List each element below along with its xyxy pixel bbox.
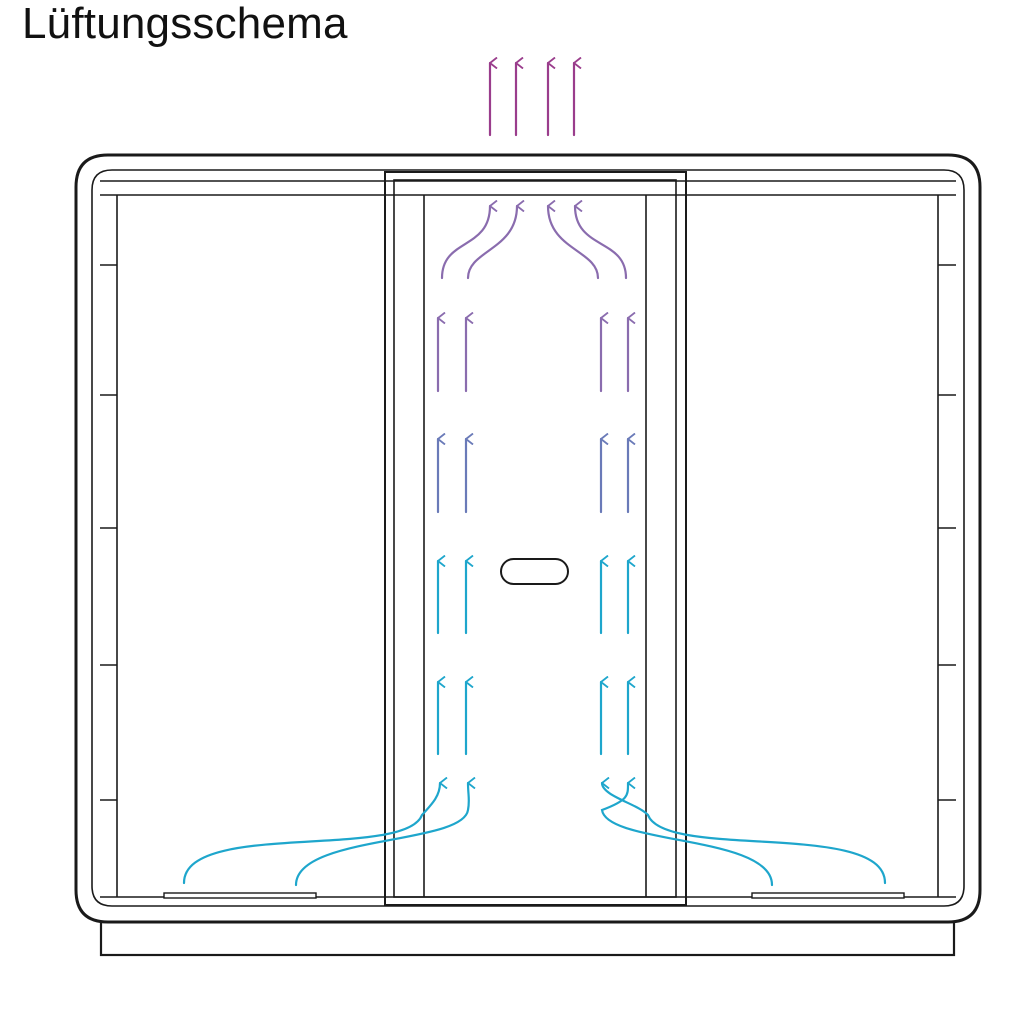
vent-grille-icon — [163, 892, 317, 899]
cabinet-inner-frame — [91, 169, 965, 907]
curved-arrow-icon — [182, 783, 440, 885]
exhaust-airflow — [488, 63, 574, 137]
cabinet-body — [74, 153, 982, 957]
door-outer-frame — [384, 171, 687, 906]
rising-arrows-row-4 — [436, 318, 628, 393]
curved-arrow-icon — [600, 783, 887, 885]
airflow — [182, 63, 887, 887]
curved-arrow-icon — [466, 206, 517, 280]
rising-arrows-row-2 — [436, 561, 628, 635]
curved-arrow-icon — [546, 206, 600, 280]
rising-arrows-row-1 — [436, 682, 628, 756]
converging-airflow — [440, 206, 628, 280]
handle-icon — [500, 558, 569, 585]
vent-grille-icon — [751, 892, 905, 899]
floor-vents — [163, 892, 905, 899]
cabinet-plinth — [99, 920, 956, 957]
cabinet-outer-frame — [74, 153, 982, 924]
curved-arrow-icon — [294, 783, 469, 887]
curved-arrow-icon — [600, 783, 774, 887]
page-title: Lüftungsschema — [22, 0, 348, 48]
curved-arrow-icon — [573, 206, 628, 280]
left-side-ticks — [100, 264, 117, 801]
right-side-ticks — [938, 264, 956, 801]
curved-arrow-icon — [440, 206, 490, 280]
rising-arrows-row-3 — [436, 439, 628, 514]
intake-airflow — [182, 783, 887, 887]
center-door-panel — [384, 171, 687, 906]
door-inner-frame — [393, 179, 677, 898]
